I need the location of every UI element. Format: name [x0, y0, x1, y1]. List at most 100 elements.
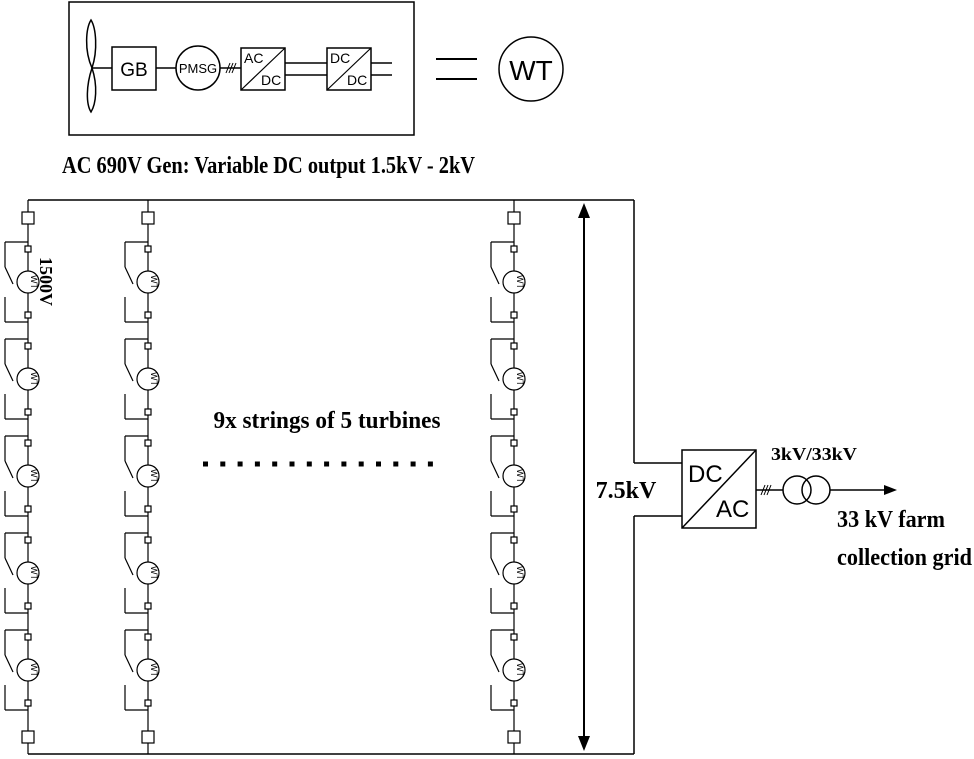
- turbine-symbol-circle: [502, 464, 526, 488]
- gearbox-label: GB: [120, 60, 147, 81]
- wt-symbol-circle: [498, 36, 564, 102]
- string-voltage-label: 1500V: [36, 257, 56, 306]
- module-bottom-node: [144, 311, 152, 319]
- turbine-symbol-label: WT: [29, 663, 39, 677]
- module-top-node: [24, 536, 32, 544]
- string-top-terminal: [507, 211, 521, 225]
- central-converter-bottom-label: AC: [716, 496, 749, 523]
- turbine-symbol-label: WT: [149, 566, 159, 580]
- equivalence-sign: [436, 58, 477, 80]
- turbine-symbol-circle: [502, 561, 526, 585]
- bypass-switch: [490, 654, 500, 673]
- three-phase-hash-output-icon: [760, 484, 772, 496]
- turbine-symbol-label: WT: [515, 566, 525, 580]
- turbine-symbol-label: WT: [149, 469, 159, 483]
- module-bottom-node: [24, 311, 32, 319]
- turbine-symbol-circle: [136, 367, 160, 391]
- transformer-icon: [782, 475, 831, 505]
- module-top-node: [24, 342, 32, 350]
- turbine-symbol-circle: [136, 561, 160, 585]
- module-top-node: [144, 342, 152, 350]
- turbine-symbol-circle: [502, 658, 526, 682]
- dc-dc-bottom-label: DC: [347, 72, 367, 88]
- turbine-symbol-circle: [16, 658, 40, 682]
- bypass-switch: [4, 266, 14, 285]
- module-bottom-node: [144, 699, 152, 707]
- legend-caption: AC 690V Gen: Variable DC output 1.5kV - …: [62, 153, 476, 179]
- bypass-switch: [124, 266, 134, 285]
- grid-label-line2: collection grid: [837, 545, 973, 571]
- module-bottom-node: [510, 602, 518, 610]
- module-bottom-node: [144, 408, 152, 416]
- module-top-node: [510, 342, 518, 350]
- transformer-label: 3kV/33kV: [771, 444, 857, 464]
- module-bottom-node: [24, 505, 32, 513]
- string-top-terminal: [21, 211, 35, 225]
- central-converter-top-label: DC: [688, 461, 723, 488]
- module-bottom-node: [144, 602, 152, 610]
- bypass-switch: [124, 363, 134, 382]
- module-top-node: [24, 633, 32, 641]
- module-top-node: [144, 439, 152, 447]
- turbine-symbol-label: WT: [29, 469, 39, 483]
- turbine-symbol-circle: [16, 561, 40, 585]
- module-top-node: [144, 245, 152, 253]
- wt-symbol-label: WT: [509, 55, 553, 86]
- three-phase-hash-icon: [225, 62, 237, 74]
- turbine-symbol-circle: [16, 464, 40, 488]
- module-top-node: [510, 439, 518, 447]
- pmsg-label: PMSG: [179, 61, 217, 76]
- bypass-switch: [124, 654, 134, 673]
- bypass-switch: [124, 557, 134, 576]
- grid-label-line1: 33 kV farm: [837, 507, 945, 533]
- turbine-symbol-circle: [16, 270, 40, 294]
- string-bottom-terminal: [507, 730, 521, 744]
- module-bottom-node: [24, 602, 32, 610]
- turbine-drivetrain-legend: GB PMSG AC DC DC DC: [68, 1, 415, 136]
- gearbox-box: [111, 46, 157, 91]
- module-top-node: [24, 245, 32, 253]
- bypass-switch: [4, 363, 14, 382]
- string-bottom-terminal: [21, 730, 35, 744]
- module-bottom-node: [24, 408, 32, 416]
- turbine-symbol-circle: [136, 270, 160, 294]
- module-bottom-node: [510, 311, 518, 319]
- dc-dc-top-label: DC: [330, 50, 350, 66]
- turbine-symbol-label: WT: [29, 566, 39, 580]
- ac-dc-top-label: AC: [244, 50, 263, 66]
- turbine-symbol-label: WT: [149, 275, 159, 289]
- turbine-symbol-label: WT: [515, 275, 525, 289]
- turbine-symbol-label: WT: [515, 663, 525, 677]
- module-top-node: [144, 536, 152, 544]
- turbine-symbol-label: WT: [149, 663, 159, 677]
- turbine-symbol-circle: [502, 367, 526, 391]
- rotor-blades-icon: [85, 18, 97, 114]
- legend-frame: [68, 1, 415, 136]
- bypass-switch: [4, 460, 14, 479]
- turbine-symbol-label: WT: [149, 372, 159, 386]
- module-top-node: [24, 439, 32, 447]
- ac-dc-bottom-label: DC: [261, 72, 281, 88]
- module-top-node: [510, 536, 518, 544]
- grid-output-arrow: [830, 485, 897, 495]
- bypass-switch: [490, 363, 500, 382]
- strings-caption: 9x strings of 5 turbines: [214, 408, 441, 434]
- module-bottom-node: [510, 408, 518, 416]
- module-bottom-node: [144, 505, 152, 513]
- turbine-symbol-label: WT: [515, 469, 525, 483]
- string-bottom-terminal: [141, 730, 155, 744]
- bypass-switch: [4, 557, 14, 576]
- bypass-switch: [490, 266, 500, 285]
- bypass-switch: [124, 460, 134, 479]
- module-bottom-node: [24, 699, 32, 707]
- module-bottom-node: [510, 505, 518, 513]
- turbine-symbol-circle: [136, 658, 160, 682]
- turbine-symbol-label: WT: [29, 372, 39, 386]
- turbine-symbol-circle: [16, 367, 40, 391]
- turbine-symbol-circle: [502, 270, 526, 294]
- turbine-symbol-label: WT: [515, 372, 525, 386]
- module-top-node: [144, 633, 152, 641]
- module-top-node: [510, 245, 518, 253]
